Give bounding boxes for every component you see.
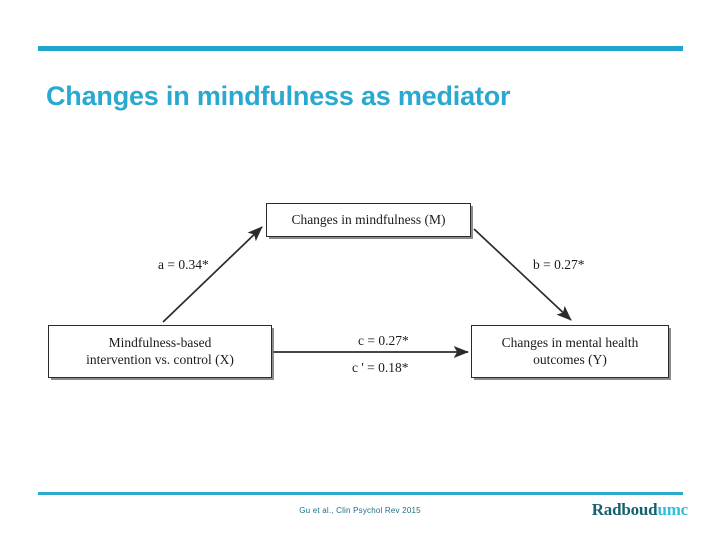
node-box-mediator-m[interactable]: Changes in mindfulness (M)	[266, 203, 471, 237]
brand-logo-radboudumc: Radboudumc	[592, 500, 688, 520]
brand-text-radboud: Radboud	[591, 500, 658, 519]
node-x-line1: Mindfulness-based	[108, 334, 212, 350]
path-label-a: a = 0.34*	[158, 257, 209, 272]
node-x-line2: intervention vs. control (X)	[86, 351, 234, 367]
arrow-path-a	[162, 226, 263, 323]
path-label-c-prime: c ' = 0.18*	[352, 360, 409, 375]
brand-text-umc: umc	[657, 500, 688, 519]
node-box-predictor-x[interactable]: Mindfulness-based intervention vs. contr…	[48, 325, 272, 378]
arrow-path-b	[473, 228, 572, 321]
top-accent-rule	[38, 46, 683, 51]
path-label-c: c = 0.27*	[358, 333, 409, 348]
node-box-outcome-y[interactable]: Changes in mental health outcomes (Y)	[471, 325, 669, 378]
node-y-line2: outcomes (Y)	[533, 351, 607, 367]
footer-citation: Gu et al., Clin Psychol Rev 2015	[299, 506, 421, 515]
footer-rule	[38, 492, 683, 495]
node-y-line1: Changes in mental health	[501, 334, 639, 350]
path-label-b: b = 0.27*	[533, 257, 585, 272]
page-title: Changes in mindfulness as mediator	[46, 81, 511, 111]
